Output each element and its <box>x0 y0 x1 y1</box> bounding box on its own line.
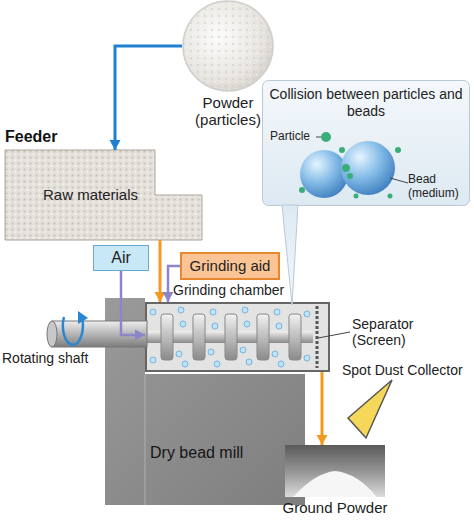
decor-circle <box>240 347 246 353</box>
rotation-arrow <box>63 317 83 345</box>
node-text: Raw materials <box>43 186 138 203</box>
decor-circle <box>182 361 188 367</box>
flow-line <box>159 240 162 302</box>
decor-circle <box>150 309 156 315</box>
particle <box>321 132 331 142</box>
collision-callout: Collision between particles and beadsPar… <box>262 80 470 206</box>
bead <box>300 150 348 198</box>
flow-line <box>121 271 145 335</box>
node-text: Feeder <box>5 128 57 146</box>
node-text: Grinding aid <box>182 254 278 278</box>
rotating-shaft <box>52 321 147 347</box>
decor-circle <box>244 321 250 327</box>
housing-edge <box>145 374 146 505</box>
rotor-disc <box>257 314 269 360</box>
callout-pointer <box>282 205 298 305</box>
arrowhead <box>317 435 328 445</box>
raw-material-pile <box>5 150 202 240</box>
particle <box>347 173 353 179</box>
decor-circle <box>214 361 220 367</box>
mill-body: Dry bead millGrinding chamber <box>105 298 305 505</box>
powder-pile <box>293 471 377 497</box>
arrowhead <box>110 140 121 150</box>
callout-box <box>263 81 470 206</box>
decor-circle <box>176 351 182 357</box>
flow-line <box>321 372 324 445</box>
leader-line <box>318 332 350 338</box>
flow-arrow <box>317 372 328 445</box>
arrowhead <box>163 292 174 302</box>
arrowhead <box>155 292 166 302</box>
air-box: Air <box>93 245 149 271</box>
beads <box>150 307 310 367</box>
decor-circle <box>272 351 278 357</box>
particle <box>299 187 305 193</box>
node-text: Ground Powder <box>270 499 400 516</box>
leader-line <box>390 178 408 183</box>
decor-circle <box>274 309 280 315</box>
powder-circle <box>183 1 273 91</box>
flow-arrow <box>110 46 183 150</box>
powder-photo: Powder (particles) <box>182 0 274 128</box>
node-text: Bead (medium) <box>408 172 468 200</box>
rotation-arrowhead <box>78 311 88 324</box>
rotor-disc <box>225 314 237 360</box>
bead <box>341 141 395 195</box>
particle <box>395 147 401 153</box>
particle <box>388 194 393 199</box>
chamber-wall <box>146 303 329 371</box>
decor-circle <box>208 349 214 355</box>
flow-arrow <box>163 266 181 302</box>
part-label: Spot Dust Collector <box>342 362 463 378</box>
feeder-hopper: FeederRaw materials <box>5 150 202 240</box>
node-text: Grinding chamber <box>173 282 284 298</box>
decor-circle <box>278 361 284 367</box>
rotor-disc <box>161 314 173 360</box>
rotor-disc <box>289 314 301 360</box>
arrowhead <box>135 330 145 341</box>
decor-circle <box>276 323 282 329</box>
decor-circle <box>150 357 156 363</box>
powder-texture <box>184 2 272 90</box>
decor-circle <box>180 321 186 327</box>
decor-circle <box>210 309 216 315</box>
rotor-disc <box>193 314 205 360</box>
photo-background <box>285 445 385 497</box>
decor-circle <box>304 311 310 317</box>
decor-circle <box>212 323 218 329</box>
flow-line <box>168 266 180 302</box>
part-label: Separator (Screen) <box>352 316 424 348</box>
particle <box>339 147 345 153</box>
particle <box>354 194 359 199</box>
separator-screen <box>316 306 319 368</box>
dust-collector-hood <box>348 380 392 438</box>
grinding-chamber: Grinding chamber <box>145 302 330 372</box>
decor-circle <box>304 355 310 361</box>
leader-line <box>316 137 321 138</box>
node-text: Air <box>94 246 148 269</box>
decor-circle <box>178 307 184 313</box>
grinding-aid-box: Grinding aid <box>180 252 280 280</box>
node-text: Dry bead mill <box>150 444 243 462</box>
decor-circle <box>246 359 252 365</box>
part-label: Rotating shaft <box>2 350 88 366</box>
ground-powder-photo: Ground Powder <box>285 445 385 497</box>
decor-circle <box>242 307 248 313</box>
flow-arrow <box>121 271 145 341</box>
node-text: Collision between particles and beads <box>268 86 464 120</box>
node-text: Particle <box>270 129 310 143</box>
flow-line <box>115 46 182 150</box>
particle <box>342 164 350 172</box>
shaft-end <box>47 321 57 347</box>
ground-powder-photo-shape <box>285 445 385 497</box>
flow-arrow <box>155 240 166 302</box>
grinding-chamber-shape <box>145 302 330 372</box>
